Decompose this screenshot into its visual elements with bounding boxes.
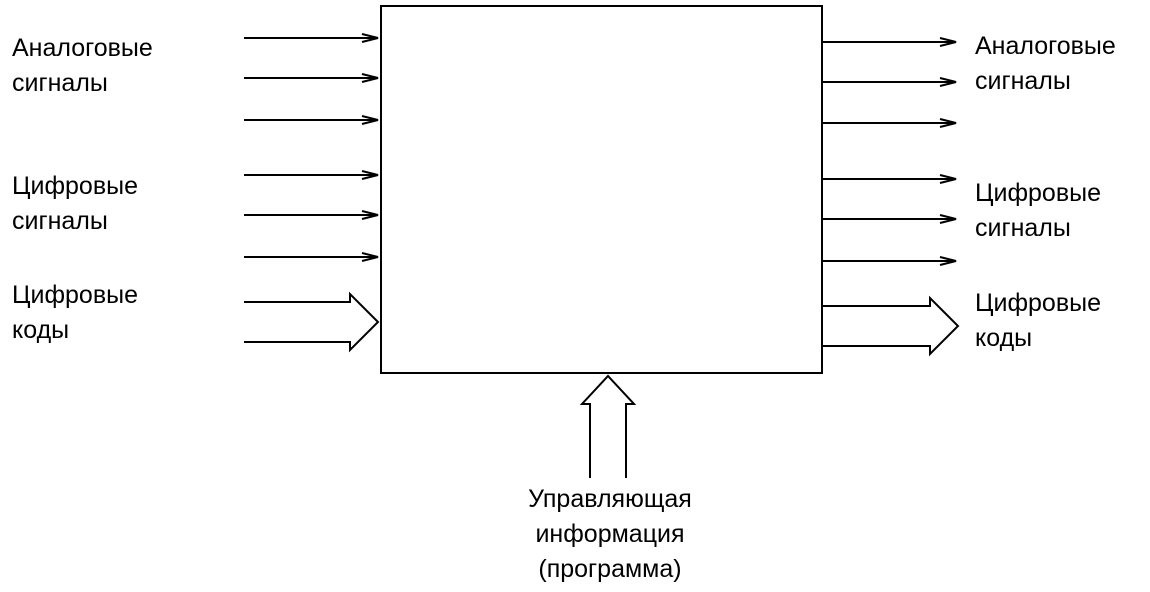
input-analog-arrowhead [361, 73, 379, 83]
control-input-arrow [579, 374, 637, 478]
output-digital-label-line1: Цифровые [975, 179, 1101, 207]
control-label-line1: Управляющая [528, 485, 692, 513]
input-codes-bus-arrow [244, 291, 380, 353]
input-analog-label: Аналоговые сигналы [12, 31, 153, 101]
input-digital-label-line2: сигналы [12, 207, 108, 235]
output-analog-label-line1: Аналоговые [975, 32, 1116, 60]
output-digital-arrowhead [939, 174, 957, 184]
control-arrow-outline [579, 374, 637, 478]
output-analog-arrowhead [939, 77, 957, 87]
input-digital-arrowhead [361, 170, 379, 180]
output-analog-label: Аналоговые сигналы [975, 29, 1116, 99]
input-analog-label-line2: сигналы [12, 69, 108, 97]
output-analog-arrowhead [939, 118, 957, 128]
input-codes-bus-outline [244, 291, 380, 353]
output-digital-arrows [822, 174, 957, 266]
output-digital-label-line2: сигналы [975, 214, 1071, 242]
input-digital-arrows [244, 170, 379, 262]
control-label-line2: информация [535, 520, 685, 548]
input-digital-arrowhead [361, 210, 379, 220]
system-block [380, 5, 823, 374]
input-codes-label-line2: коды [12, 316, 70, 344]
input-digital-label: Цифровые сигналы [12, 169, 138, 239]
input-analog-label-line1: Аналоговые [12, 34, 153, 62]
input-analog-arrowhead [361, 115, 379, 125]
output-analog-arrows [822, 37, 957, 128]
input-digital-label-line1: Цифровые [12, 172, 138, 200]
output-codes-bus-arrow [822, 295, 960, 357]
input-codes-label: Цифровые коды [12, 278, 138, 348]
input-digital-arrowhead [361, 252, 379, 262]
output-digital-arrowhead [939, 214, 957, 224]
output-analog-arrowhead [939, 37, 957, 47]
input-analog-arrows [244, 33, 379, 125]
input-codes-label-line1: Цифровые [12, 281, 138, 309]
control-label-line3: (программа) [538, 555, 682, 583]
output-codes-bus-outline [822, 295, 960, 357]
output-analog-label-line2: сигналы [975, 67, 1071, 95]
control-label: Управляющая информация (программа) [500, 482, 720, 587]
output-codes-label: Цифровые коды [975, 286, 1101, 356]
input-analog-arrowhead [361, 33, 379, 43]
output-digital-arrowhead [939, 256, 957, 266]
output-digital-label: Цифровые сигналы [975, 176, 1101, 246]
output-codes-label-line2: коды [975, 324, 1033, 352]
output-codes-label-line1: Цифровые [975, 289, 1101, 317]
